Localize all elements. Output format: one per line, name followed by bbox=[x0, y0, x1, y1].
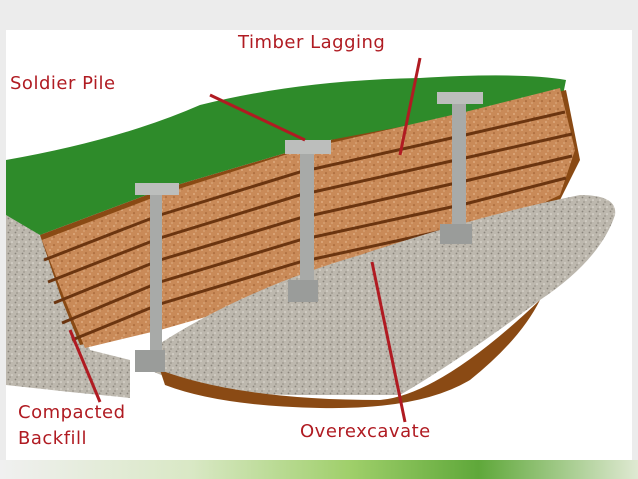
lagging-right-bay bbox=[465, 88, 575, 240]
compacted-label: Compacted bbox=[18, 402, 126, 423]
footer-decoration bbox=[0, 460, 638, 479]
soldier-pile-2 bbox=[285, 140, 331, 302]
leader-soldier bbox=[209, 93, 306, 142]
excavation-floor bbox=[150, 195, 616, 395]
excavation-soil-lip bbox=[160, 300, 540, 409]
soldier-pile-label: Soldier Pile bbox=[10, 73, 116, 94]
leader-lines bbox=[68, 57, 422, 423]
leader-timber bbox=[398, 57, 422, 156]
soldier-pile-1 bbox=[135, 183, 179, 372]
lagging-left-bay bbox=[42, 150, 300, 348]
leader-compacted bbox=[68, 329, 102, 403]
backfill-label: Backfill bbox=[18, 428, 88, 449]
timber-lagging-label: Timber Lagging bbox=[238, 32, 386, 53]
grass-surface bbox=[6, 75, 566, 235]
overexcavate-label: Overexcavate bbox=[300, 421, 431, 442]
soldier-piles bbox=[135, 92, 483, 372]
leader-overex bbox=[370, 261, 407, 423]
soldier-pile-3 bbox=[437, 92, 483, 244]
